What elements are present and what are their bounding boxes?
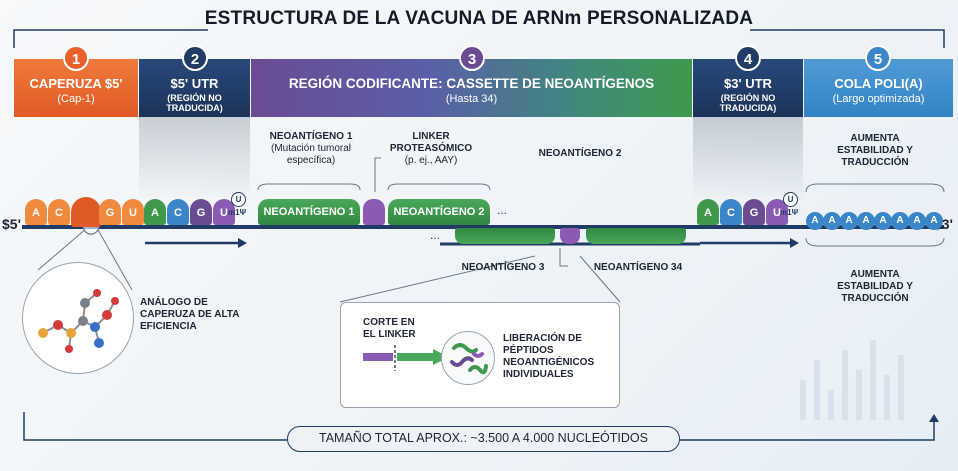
top-bracket bbox=[13, 29, 945, 48]
polya-base-8: A bbox=[925, 212, 943, 230]
cap-base-u: U bbox=[122, 199, 144, 225]
linker-label: LINKER PROTEASÓMICO (p. ej., AAY) bbox=[383, 131, 479, 167]
polya-note-top: AUMENTA ESTABILIDAD Y TRADUCCIÓN bbox=[837, 133, 913, 168]
utr5-modified-u-icon: U bbox=[231, 192, 246, 207]
cap-analog-magnifier bbox=[22, 262, 134, 374]
section-5-badge: 5 bbox=[865, 45, 891, 71]
utr5-projection bbox=[139, 117, 250, 197]
polya-base-5: A bbox=[874, 212, 892, 230]
polya-base-6: A bbox=[891, 212, 909, 230]
neo3-block bbox=[455, 228, 555, 244]
peptides-icon bbox=[441, 331, 495, 385]
diagram-title: ESTRUCTURA DE LA VACUNA DE ARNm PERSONAL… bbox=[204, 8, 754, 29]
section-cap-title: CAPERUZA $5' bbox=[29, 76, 123, 91]
neo1-label: NEOANTÍGENO 1 (Mutación tumoral específi… bbox=[256, 131, 366, 167]
utr5-m1psi-label: m1Ψ bbox=[228, 208, 247, 217]
section-utr3-subtitle: (REGIÓN NO TRADUCIDA) bbox=[719, 93, 777, 113]
coding-ellipsis-bottom: ... bbox=[430, 228, 441, 242]
cap-base-g: G bbox=[99, 199, 121, 225]
section-polya-subtitle: (Largo optimizada) bbox=[832, 93, 925, 105]
cap-base-c: C bbox=[48, 199, 70, 225]
neo1-label-text: NEOANTÍGENO 1 bbox=[269, 131, 353, 142]
polya-note-bottom: AUMENTA ESTABILIDAD Y TRADUCCIÓN bbox=[837, 269, 913, 304]
utr3-base-c: C bbox=[720, 199, 742, 225]
total-size-footer: TAMAÑO TOTAL APROX.: ~3.500 A 4.000 NUCL… bbox=[287, 426, 680, 452]
linker-label-text: LINKER PROTEASÓMICO bbox=[389, 131, 473, 154]
polya-base-3: A bbox=[840, 212, 858, 230]
neo34-label: NEOANTÍGENO 34 bbox=[593, 262, 683, 273]
section-utr5-subtitle: (REGIÓN NO TRADUCIDA) bbox=[166, 93, 223, 113]
section-utr5-title: $5' UTR bbox=[170, 76, 219, 91]
section-2-badge: 2 bbox=[182, 45, 208, 71]
coding-ellipsis-top: ... bbox=[497, 203, 508, 217]
utr3-base-a: A bbox=[697, 199, 719, 225]
neo1-note: (Mutación tumoral específica) bbox=[270, 143, 352, 166]
neo3-label: NEOANTÍGENO 3 bbox=[461, 262, 545, 273]
cap-analog-molecule-icon bbox=[38, 289, 119, 353]
utr5-base-c: C bbox=[167, 199, 189, 225]
cap-base-a: A bbox=[25, 199, 47, 225]
polya-base-1: A bbox=[806, 212, 824, 230]
cut-diagram-icon bbox=[363, 345, 449, 371]
cleavage-callout: CORTE EN EL LINKER LIBERACIÓN DE PÉPTIDO… bbox=[340, 302, 620, 408]
utr5-base-a: A bbox=[144, 199, 166, 225]
utr3-projection bbox=[693, 117, 803, 197]
section-coding-title: REGIÓN CODIFICANTE: CASSETTE DE NEOANTÍG… bbox=[288, 76, 655, 91]
utr3-m1psi-label: m1Ψ bbox=[780, 208, 799, 217]
cut-label: CORTE EN EL LINKER bbox=[363, 317, 416, 340]
cap-analog-label: ANÁLOGO DE CAPERUZA DE ALTA EFICIENCIA bbox=[140, 297, 240, 332]
utr5-base-u: U bbox=[213, 199, 235, 225]
background-bars-decoration bbox=[800, 340, 904, 420]
polya-base-2: A bbox=[823, 212, 841, 230]
neo34-block bbox=[586, 228, 686, 244]
linker-note: (p. ej., AAY) bbox=[404, 155, 458, 166]
cap-structure-icon bbox=[71, 197, 101, 227]
release-label: LIBERACIÓN DE PÉPTIDOS NEOANTIGÉNICOS IN… bbox=[503, 333, 595, 380]
section-polya-title: COLA POLI(A) bbox=[834, 76, 923, 91]
section-coding-subtitle: (Hasta 34) bbox=[445, 93, 498, 105]
utr5-base-g: G bbox=[190, 199, 212, 225]
utr3-base-g: G bbox=[743, 199, 765, 225]
section-4-badge: 4 bbox=[735, 45, 761, 71]
five-prime-label: $5' bbox=[2, 216, 21, 232]
section-1-badge: 1 bbox=[63, 45, 89, 71]
polya-base-4: A bbox=[857, 212, 875, 230]
section-3-badge: 3 bbox=[459, 45, 485, 71]
section-cap-subtitle: (Cap-1) bbox=[57, 93, 95, 105]
polya-base-7: A bbox=[908, 212, 926, 230]
utr3-modified-u-icon: U bbox=[783, 192, 798, 207]
linker-block bbox=[363, 199, 385, 225]
neo1-block: NEOANTÍGENO 1 bbox=[258, 199, 360, 225]
neo2-block: NEOANTÍGENO 2 bbox=[388, 199, 490, 225]
section-utr3-title: $3' UTR bbox=[724, 76, 772, 91]
neo2-label: NEOANTÍGENO 2 bbox=[538, 148, 622, 159]
linker-block-2 bbox=[560, 228, 580, 244]
utr3-base-u: U bbox=[766, 199, 788, 225]
